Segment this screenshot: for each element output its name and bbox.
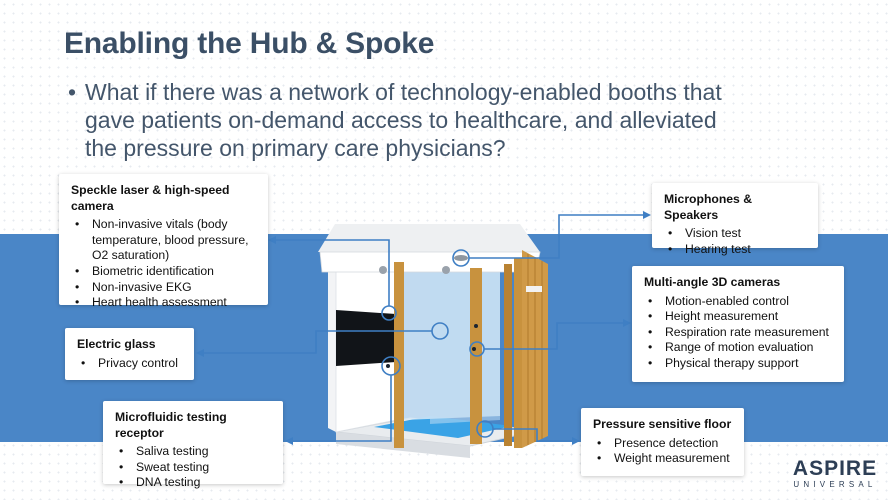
- callout-speckle: Speckle laser & high-speed camera Non-in…: [59, 174, 268, 310]
- connector-speckle: [270, 239, 390, 306]
- callout-microfluidic: Microfluidic testing receptor Saliva tes…: [103, 401, 283, 491]
- callout-speckle-title: Speckle laser & high-speed camera: [71, 183, 230, 213]
- callout-cameras: Multi-angle 3D cameras Motion-enabled co…: [632, 266, 844, 382]
- connector-microfluidic: [287, 375, 392, 442]
- ceiling-speaker: [454, 255, 468, 261]
- bullet-dot: •: [68, 79, 77, 105]
- callout-microphones-title: Microphones & Speakers: [664, 192, 753, 222]
- list-item: Motion-enabled control: [644, 294, 832, 310]
- list-item: DNA testing: [115, 475, 271, 491]
- question-text: What if there was a network of technolog…: [85, 79, 722, 161]
- camera-dot: [386, 364, 390, 368]
- connector-glass: [198, 330, 432, 354]
- callout-microfluidic-title: Microfluidic testing receptor: [115, 410, 227, 440]
- list-item: Range of motion evaluation: [644, 340, 832, 356]
- booth-right-glass: [430, 262, 500, 424]
- slide-title: Enabling the Hub & Spoke: [64, 27, 435, 60]
- list-item: Heart health assessment: [71, 295, 256, 311]
- list-item: Sweat testing: [115, 460, 271, 476]
- list-item: Non-invasive vitals (body temperature, b…: [71, 217, 256, 264]
- list-item: Physical therapy support: [644, 356, 832, 372]
- ceiling-light: [379, 266, 387, 274]
- callout-electric-glass: Electric glass Privacy control: [65, 328, 194, 380]
- connector-arrowheads: [196, 211, 651, 445]
- callout-glass-title: Electric glass: [77, 337, 156, 351]
- list-item: Height measurement: [644, 309, 832, 325]
- wood-pillar: [394, 262, 404, 448]
- list-item: Hearing test: [664, 242, 806, 258]
- list-item: Weight measurement: [593, 451, 732, 467]
- electric-glass-panel: [336, 310, 396, 366]
- callout-cameras-title: Multi-angle 3D cameras: [644, 275, 781, 289]
- callout-microphones: Microphones & Speakers Vision test Heari…: [652, 183, 818, 257]
- list-item: Presence detection: [593, 436, 732, 452]
- list-item: Saliva testing: [115, 444, 271, 460]
- ceiling-light: [442, 266, 450, 274]
- camera-dot: [472, 347, 476, 351]
- list-item: Vision test: [664, 226, 806, 242]
- aspire-logo: ASPIRE UNIVERSAL: [791, 458, 879, 490]
- connector-floor: [493, 428, 577, 442]
- list-item: Biometric identification: [71, 264, 256, 280]
- booth-sign: [526, 286, 542, 292]
- question-bullet: • What if there was a network of technol…: [68, 78, 728, 162]
- list-item: Respiration rate measurement: [644, 325, 832, 341]
- camera-dot: [474, 324, 478, 328]
- list-item: Non-invasive EKG: [71, 280, 256, 296]
- callout-floor: Pressure sensitive floor Presence detect…: [581, 408, 744, 476]
- connector-microphones: [469, 214, 648, 259]
- booth-roof-top: [318, 224, 540, 252]
- connector-lines: [198, 214, 648, 442]
- booth-left-wall: [328, 270, 336, 432]
- logo-sub: UNIVERSAL: [793, 480, 877, 489]
- logo-name: ASPIRE: [792, 457, 878, 480]
- connector-cameras: [484, 322, 628, 350]
- wood-pillar: [514, 258, 522, 448]
- list-item: Privacy control: [77, 356, 182, 372]
- wood-pillar: [504, 264, 512, 446]
- callout-floor-title: Pressure sensitive floor: [593, 417, 732, 431]
